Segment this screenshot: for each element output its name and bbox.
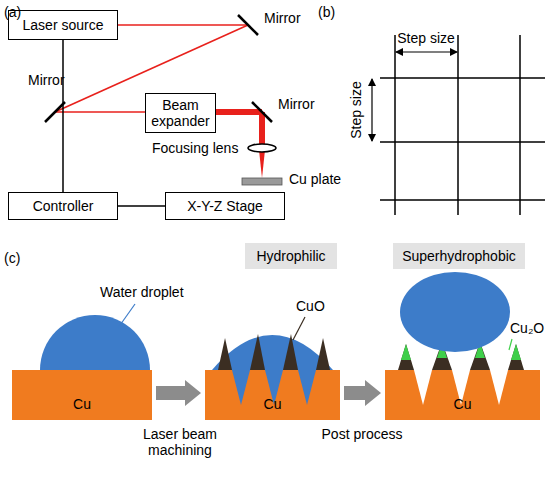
process-box: X-Y-Z Stage — [165, 192, 285, 220]
part-label: Focusing lens — [152, 140, 238, 156]
dimension-arrow — [372, 52, 457, 141]
box-text: Cu — [73, 396, 91, 412]
process-label: Laser beam machining — [130, 426, 230, 458]
process-label: Post process — [322, 426, 403, 442]
box-text: Laser source — [23, 17, 104, 33]
part-label: Mirror — [28, 72, 65, 88]
cu-plate: Cu — [385, 370, 540, 420]
focusing-lens — [248, 144, 276, 152]
cu-substrate — [205, 370, 340, 420]
process-arrow — [344, 380, 381, 406]
water-droplet — [400, 272, 510, 352]
cu-plate — [242, 178, 282, 185]
state-label-box: Superhydrophobic — [393, 243, 525, 269]
water-droplet — [40, 315, 150, 370]
process-box: Controller — [8, 192, 118, 220]
scan-grid — [380, 35, 545, 215]
box-text: Beam expander — [151, 97, 210, 129]
cu-plate: Cu — [12, 370, 152, 420]
connector-line — [118, 205, 165, 207]
process-box: Beam expander — [145, 93, 216, 133]
cuo-spike — [218, 334, 330, 370]
dimension-label: Step size — [348, 81, 364, 139]
part-label: Mirror — [278, 96, 315, 112]
cu-substrate — [385, 370, 540, 420]
part-label: Cu plate — [289, 171, 341, 187]
box-text: Hydrophilic — [256, 248, 325, 264]
box-text: Superhydrophobic — [402, 248, 516, 264]
callout-label: Water droplet — [100, 284, 184, 300]
box-text: Cu — [454, 396, 472, 412]
panel-label: (a) — [4, 4, 21, 20]
callout-label: Cu₂O — [510, 320, 544, 336]
water-droplet — [212, 335, 333, 370]
connector-line — [62, 40, 64, 192]
panel-label: (c) — [4, 250, 20, 266]
panel-label: (b) — [318, 4, 335, 20]
box-text: Cu — [264, 396, 282, 412]
state-label-box: Hydrophilic — [245, 243, 337, 269]
box-text: X-Y-Z Stage — [187, 198, 263, 214]
cu-plate: Cu — [205, 370, 340, 420]
process-box: Laser source — [8, 10, 118, 40]
dimension-label: Step size — [397, 30, 455, 46]
process-arrow — [156, 380, 201, 406]
laser-beam — [55, 25, 265, 178]
box-text: Controller — [33, 198, 94, 214]
part-label: Mirror — [264, 10, 301, 26]
callout-label: CuO — [296, 298, 325, 314]
cu-substrate — [12, 370, 152, 420]
